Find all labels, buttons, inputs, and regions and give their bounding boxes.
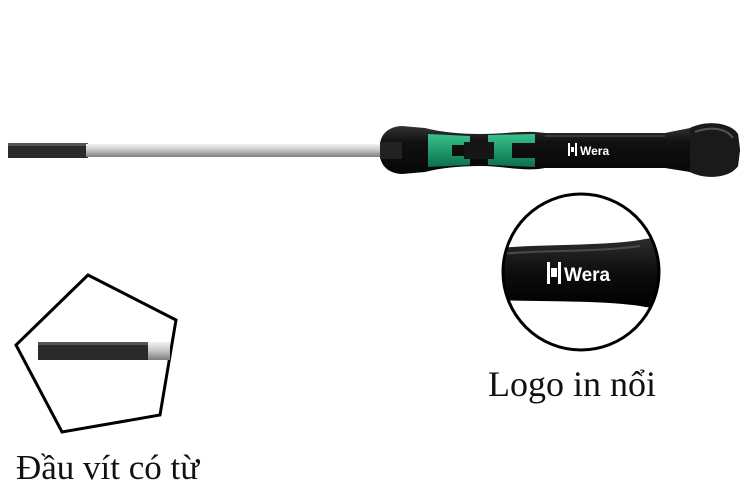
tip-detail-shaft — [148, 342, 170, 360]
tip-detail-blade — [38, 342, 148, 360]
tip-caption: Đầu vít có từ — [16, 448, 200, 487]
magnifier-circle-icon — [501, 192, 661, 352]
screwdriver-shaft — [86, 144, 386, 157]
handle-logo-text: Wera — [580, 144, 609, 158]
screwdriver: Wera — [8, 123, 740, 177]
screwdriver-blade — [8, 143, 88, 158]
logo-caption: Logo in nổi — [488, 364, 656, 404]
tip-detail-callout — [14, 273, 178, 434]
zoom-logo-text: Wera — [564, 265, 611, 286]
handle-brand-logo: Wera — [568, 143, 609, 158]
logo-zoom-callout: Wera — [501, 192, 661, 352]
zoom-logo-mark — [547, 262, 561, 284]
grip-inserts — [428, 134, 535, 167]
